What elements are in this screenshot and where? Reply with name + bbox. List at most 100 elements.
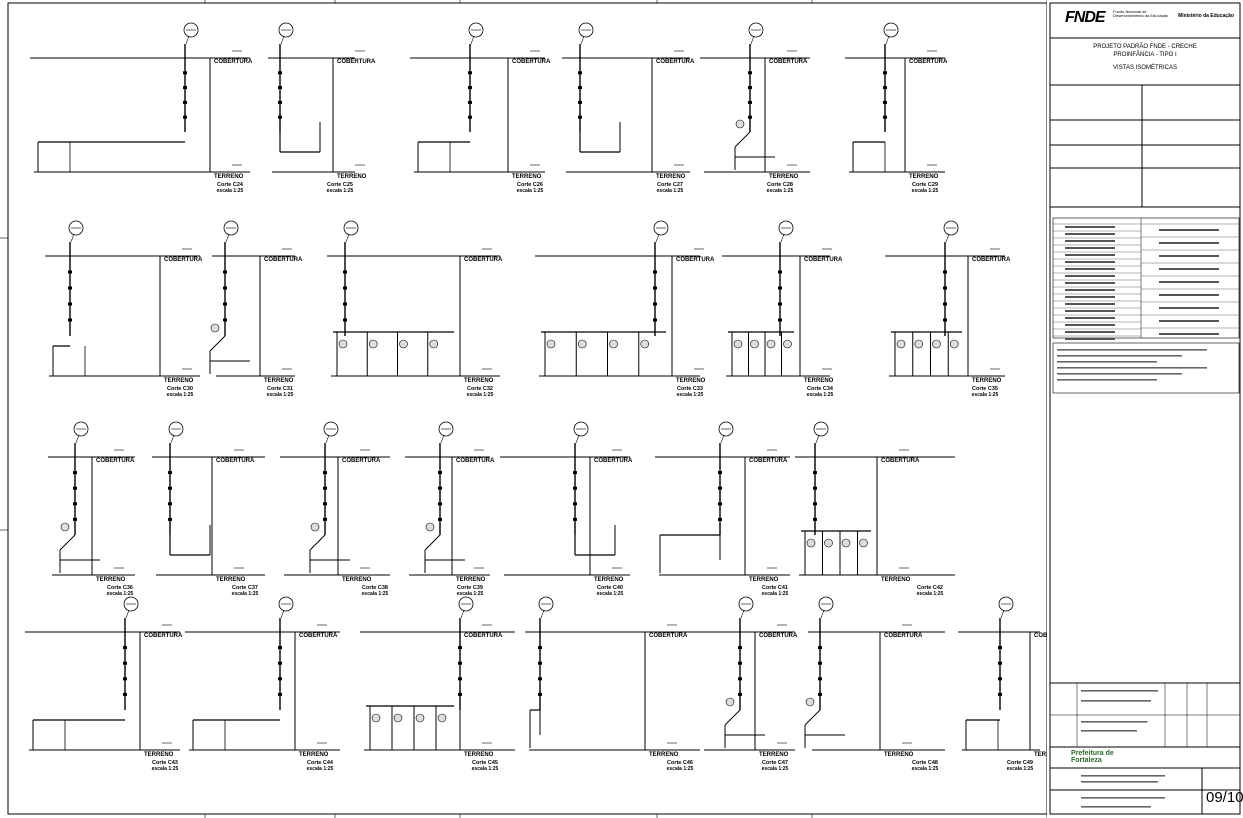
level-label-bottom: TERRENO <box>884 752 914 758</box>
level-label-top: COBERTURA <box>337 59 376 65</box>
level-label-bottom: TERRENO <box>656 174 686 180</box>
cut-title: Corte C42 <box>917 585 943 591</box>
level-label-bottom: TERRENO <box>769 174 799 180</box>
cut-scale: escala 1:25 <box>152 766 179 772</box>
cut-title: Corte C35 <box>972 386 998 392</box>
vent-callout-icon <box>718 421 734 437</box>
level-label-top: COBERTURA <box>676 257 715 263</box>
cut-scale: escala 1:25 <box>517 188 544 194</box>
vent-callout-icon <box>168 421 184 437</box>
level-label-bottom: TERRENO <box>337 174 367 180</box>
vent-callout-icon <box>468 22 484 38</box>
cut-title: Corte C38 <box>362 585 388 591</box>
cut-scale: escala 1:25 <box>267 392 294 398</box>
level-label-top: COBERTURA <box>164 257 203 263</box>
cut-scale: escala 1:25 <box>362 591 389 597</box>
level-label-bottom: TERRENO <box>456 577 486 583</box>
vent-callout-icon <box>883 22 899 38</box>
cut-scale: escala 1:25 <box>657 188 684 194</box>
drawing-frame <box>7 2 1048 815</box>
ministry-label: Ministério da Educação <box>1178 13 1234 19</box>
vent-callout-icon <box>343 220 359 236</box>
cut-title: Corte C40 <box>597 585 623 591</box>
cut-scale: escala 1:25 <box>597 591 624 597</box>
vent-callout-icon <box>578 22 594 38</box>
city-logo: Prefeitura de Fortaleza <box>1071 750 1114 765</box>
cut-title: Corte C47 <box>762 760 788 766</box>
cut-title: Corte C48 <box>912 760 938 766</box>
level-label-top: COBERTURA <box>342 458 381 464</box>
level-label-bottom: TERRENO <box>676 378 706 384</box>
vent-callout-icon <box>738 596 754 612</box>
cut-scale: escala 1:25 <box>917 591 944 597</box>
level-label-bottom: TERRENO <box>512 174 542 180</box>
cut-title: Corte C29 <box>912 182 938 188</box>
vent-callout-icon <box>778 220 794 236</box>
cut-title: Corte C41 <box>762 585 788 591</box>
level-label-top: COBERTURA <box>214 59 253 65</box>
cut-title: Corte C39 <box>457 585 483 591</box>
cut-title: Corte C34 <box>807 386 834 392</box>
cut-title: Corte C43 <box>152 760 178 766</box>
vent-callout-icon <box>278 596 294 612</box>
level-label-top: COBERTURA <box>464 633 503 639</box>
level-label-bottom: TERRENO <box>299 752 329 758</box>
level-label-bottom: TERRENO <box>214 174 244 180</box>
level-label-top: COBERTURA <box>759 633 798 639</box>
level-label-bottom: TERRENO <box>649 752 679 758</box>
vent-callout-icon <box>183 22 199 38</box>
cut-title: Corte C45 <box>472 760 498 766</box>
project-title-3: VISTAS ISOMÉTRICAS <box>1113 65 1177 71</box>
level-label-top: COBERTURA <box>749 458 788 464</box>
title-block-lines <box>1049 2 1241 815</box>
cut-title: Corte C31 <box>267 386 293 392</box>
cut-title: Corte C28 <box>767 182 793 188</box>
vent-callout-icon <box>748 22 764 38</box>
cut-scale: escala 1:25 <box>972 392 999 398</box>
level-label-top: COBERTURA <box>972 257 1011 263</box>
cut-title: Corte C26 <box>517 182 543 188</box>
vent-callout-icon <box>573 421 589 437</box>
vent-callout-icon <box>68 220 84 236</box>
vent-callout-icon <box>998 596 1014 612</box>
cut-scale: escala 1:25 <box>107 591 134 597</box>
cut-title: Corte C25 <box>327 182 353 188</box>
cut-title: Corte C32 <box>467 386 493 392</box>
sheet-number: 09/10 <box>1206 789 1243 806</box>
level-label-top: COBERTURA <box>264 257 303 263</box>
project-title-2: PROINFÂNCIA - TIPO I <box>1113 52 1177 58</box>
cut-scale: escala 1:25 <box>667 766 694 772</box>
level-label-bottom: TERRENO <box>881 577 911 583</box>
cut-title: Corte C24 <box>217 182 244 188</box>
vent-callout-icon <box>943 220 959 236</box>
level-label-top: COBERTURA <box>804 257 843 263</box>
cut-scale: escala 1:25 <box>327 188 354 194</box>
level-label-top: COBERTURA <box>512 59 551 65</box>
cut-title: Corte C37 <box>232 585 258 591</box>
cut-scale: escala 1:25 <box>912 766 939 772</box>
cut-scale: escala 1:25 <box>467 392 494 398</box>
cut-scale: escala 1:25 <box>762 591 789 597</box>
cut-scale: escala 1:25 <box>807 392 834 398</box>
cut-scale: escala 1:25 <box>677 392 704 398</box>
vent-callout-icon <box>323 421 339 437</box>
cut-scale: escala 1:25 <box>762 766 789 772</box>
level-label-bottom: TERRENO <box>749 577 779 583</box>
